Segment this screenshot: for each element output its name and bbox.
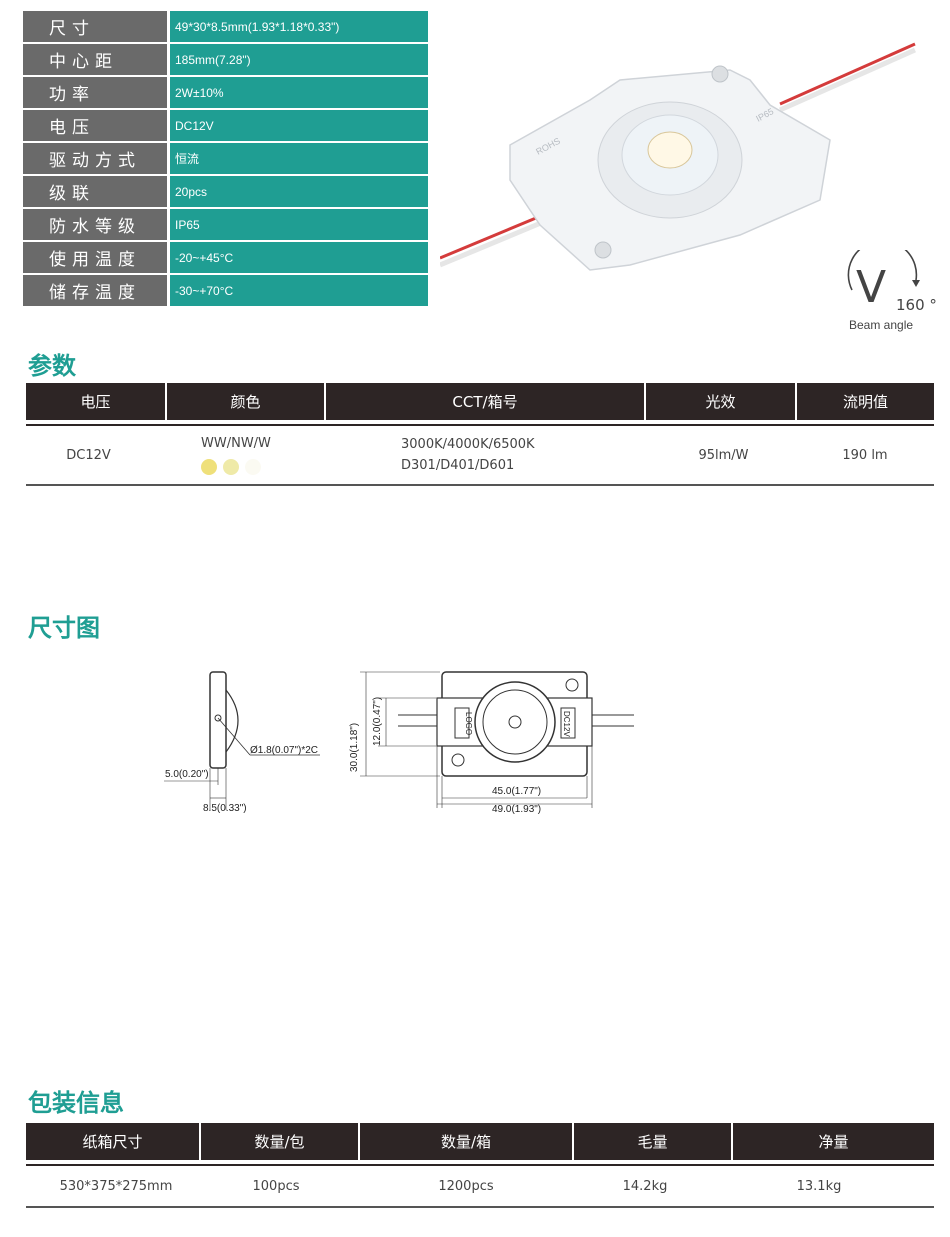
params-header-cell: 光效 [646,383,797,420]
packing-row: 530*375*275mm 100pcs 1200pcs 14.2kg 13.1… [26,1164,934,1208]
color-swatches [201,458,267,475]
params-lumen: 190 lm [842,447,888,463]
packing-carton-size: 530*375*275mm [59,1178,173,1194]
packing-qty-bag: 100pcs [252,1178,300,1194]
hole-label: Ø1.8(0.07")*2C [250,745,318,756]
params-table: 电压 颜色 CCT/箱号 光效 流明值 DC12V WW/NW/W 3000K/… [26,383,934,486]
packing-net-weight: 13.1kg [796,1178,842,1194]
spec-label: 储存温度 [23,275,170,308]
spec-label: 尺寸 [23,11,170,44]
spec-label: 电压 [23,110,170,143]
led-module-image: ROHS IP65 [440,42,917,271]
params-cct-cell: 3000K/4000K/6500K D301/D401/D601 [331,426,651,484]
spec-value: 20pcs [170,176,428,209]
packing-header: 纸箱尺寸 数量/包 数量/箱 毛量 净量 [26,1123,934,1160]
spec-value: 185mm(7.28") [170,44,428,77]
spec-row: 使用温度-20~+45°C [23,242,428,275]
beam-angle-badge: V 160 ° Beam angle [838,248,948,338]
packing-header-cell: 净量 [818,1133,849,1151]
params-header-cell: CCT/箱号 [326,383,646,420]
spec-label: 使用温度 [23,242,170,275]
beam-angle-label: Beam angle [849,318,914,332]
spec-value: 恒流 [170,143,428,176]
section-title-dimension: 尺寸图 [28,614,100,642]
params-voltage: DC12V [66,447,111,463]
spec-label: 防水等级 [23,209,170,242]
params-bin: D301/D401/D601 [401,458,515,473]
spec-value: -30~+70°C [170,275,428,308]
side-b-label: 8.5(0.33") [203,803,247,814]
params-color-cell: WW/NW/W [151,426,331,484]
spec-value: IP65 [170,209,428,242]
side-a-label: 5.0(0.20") [165,769,209,780]
packing-header-cell: 数量/包 [201,1123,360,1160]
height-inner-label: 12.0(0.47") [372,697,383,746]
swatch-w [245,458,261,475]
spec-label: 中心距 [23,44,170,77]
packing-header-cell: 毛量 [574,1123,733,1160]
packing-gross-weight: 14.2kg [622,1178,668,1194]
spec-label: 驱动方式 [23,143,170,176]
dc-label: DC12V [562,711,571,737]
params-header: 电压 颜色 CCT/箱号 光效 流明值 [26,383,934,420]
packing-table: 纸箱尺寸 数量/包 数量/箱 毛量 净量 530*375*275mm 100pc… [26,1123,934,1208]
rotation-arrow-icon [847,250,920,291]
params-efficacy: 95lm/W [698,447,749,463]
params-row: DC12V WW/NW/W 3000K/4000K/6500K D301/D40… [26,424,934,486]
spec-label: 功率 [23,77,170,110]
params-header-cell: 流明值 [842,393,888,411]
height-outer-label: 30.0(1.18") [349,723,360,772]
section-title-packing: 包装信息 [28,1089,124,1117]
swatch-ww [201,458,217,475]
params-header-cell: 电压 [26,383,167,420]
spec-value: 49*30*8.5mm(1.93*1.18*0.33") [170,11,428,44]
spec-value: DC12V [170,110,428,143]
spec-value: -20~+45°C [170,242,428,275]
params-header-cell: 颜色 [167,383,326,420]
spec-row: 驱动方式恒流 [23,143,428,176]
spec-row: 储存温度-30~+70°C [23,275,428,308]
packing-header-cell: 数量/箱 [360,1123,574,1160]
width-outer-label: 49.0(1.93") [492,804,541,815]
dimension-drawing: Ø1.8(0.07")*2C 5.0(0.20") 8.5(0.33") LOG… [164,671,634,815]
packing-header-cell: 纸箱尺寸 [26,1123,201,1160]
beam-letter: V [856,262,887,313]
logo-label: LOGO [464,712,473,735]
spec-value: 2W±10% [170,77,428,110]
width-inner-label: 45.0(1.77") [492,786,541,797]
params-color: WW/NW/W [201,435,271,451]
packing-qty-carton: 1200pcs [438,1178,494,1194]
swatch-nw [223,458,239,475]
params-cct: 3000K/4000K/6500K [401,437,535,452]
beam-angle-value: 160 ° [896,296,937,314]
section-title-params: 参数 [28,352,76,380]
spec-label: 级联 [23,176,170,209]
